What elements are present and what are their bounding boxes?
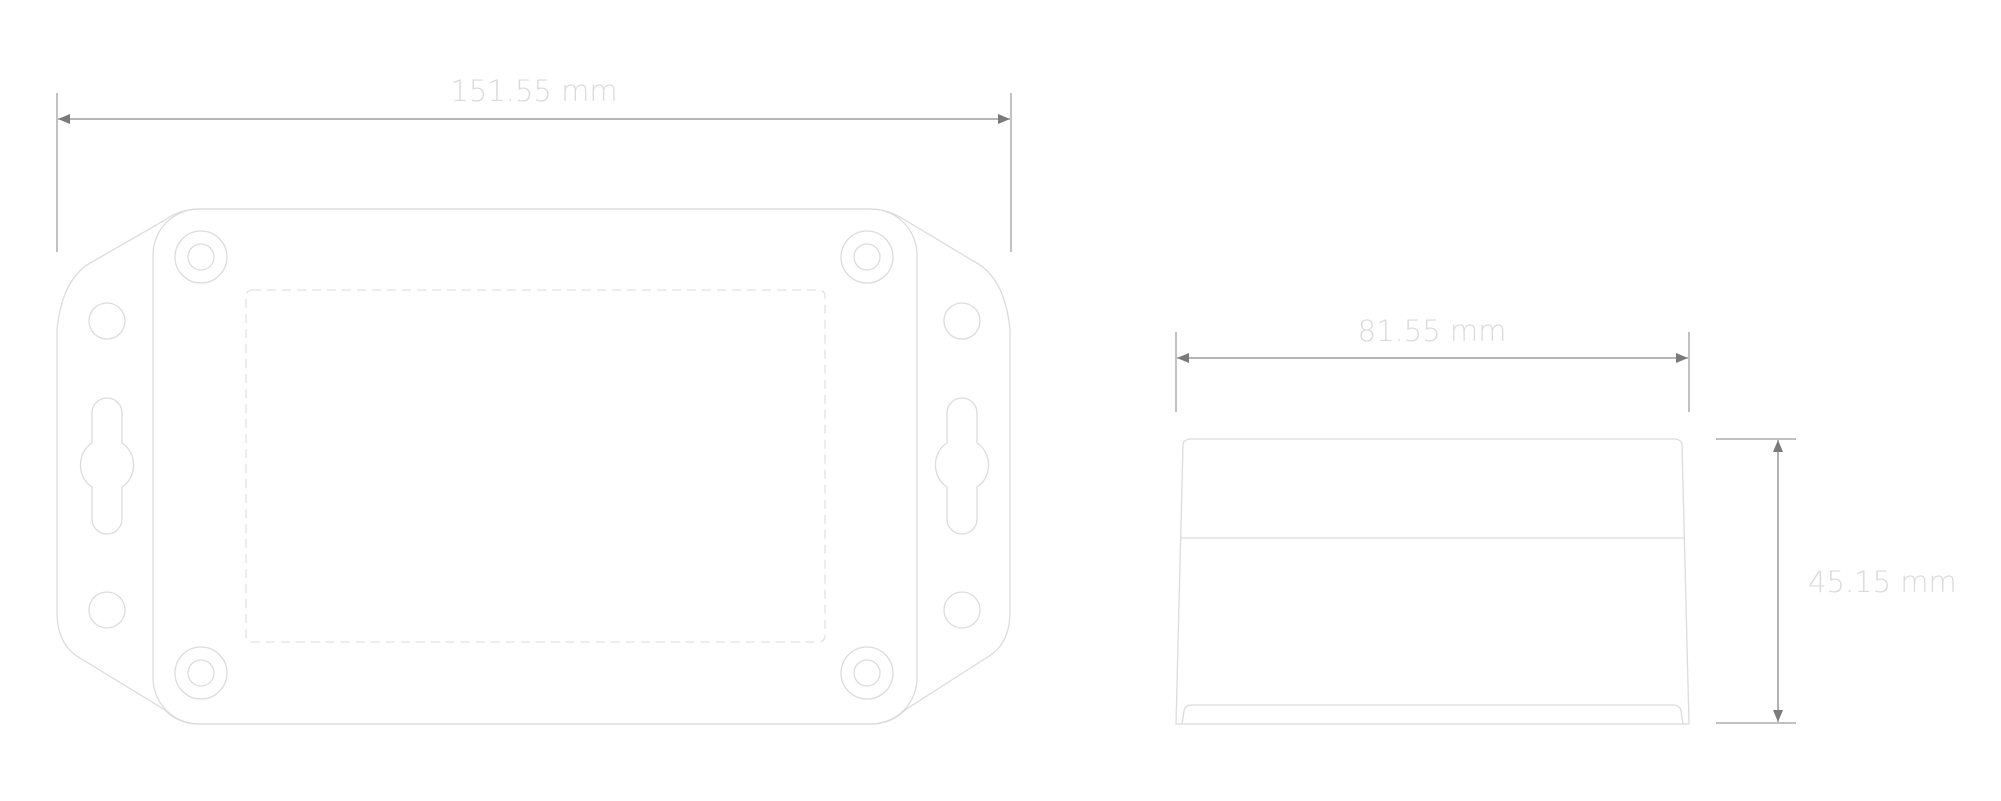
arrow-left-icon xyxy=(58,114,70,124)
arrow-up-icon xyxy=(1773,440,1783,452)
front-width-dimension: 151.55 mm xyxy=(56,74,1012,252)
keyhole-slot-right xyxy=(934,397,990,535)
front-label-area xyxy=(245,289,826,643)
side-height-label: 45.15 mm xyxy=(1808,565,1957,599)
arrow-down-icon xyxy=(1773,710,1783,722)
front-body-outline xyxy=(152,208,918,725)
mounting-hole-right-bottom xyxy=(943,591,981,629)
side-width-dimension: 81.55 mm xyxy=(1175,314,1690,412)
side-base-lip xyxy=(1181,704,1684,725)
front-width-label: 151.55 mm xyxy=(450,74,617,108)
screw-boss-top-right xyxy=(840,230,894,284)
mounting-hole-left-top xyxy=(88,302,126,340)
arrow-right-icon xyxy=(998,114,1010,124)
screw-boss-bottom-left xyxy=(174,646,228,700)
arrow-left-icon xyxy=(1177,353,1189,363)
screw-boss-bottom-right xyxy=(840,646,894,700)
side-view xyxy=(1175,438,1690,725)
front-view xyxy=(56,208,1011,725)
mounting-hole-left-bottom xyxy=(88,591,126,629)
side-body-outline xyxy=(1175,438,1690,725)
arrow-right-icon xyxy=(1676,353,1688,363)
screw-boss-top-left xyxy=(174,230,228,284)
keyhole-slot-left xyxy=(79,397,135,535)
mounting-hole-right-top xyxy=(943,302,981,340)
side-width-label: 81.55 mm xyxy=(1358,314,1507,348)
side-height-dimension: 45.15 mm xyxy=(1716,438,1957,724)
